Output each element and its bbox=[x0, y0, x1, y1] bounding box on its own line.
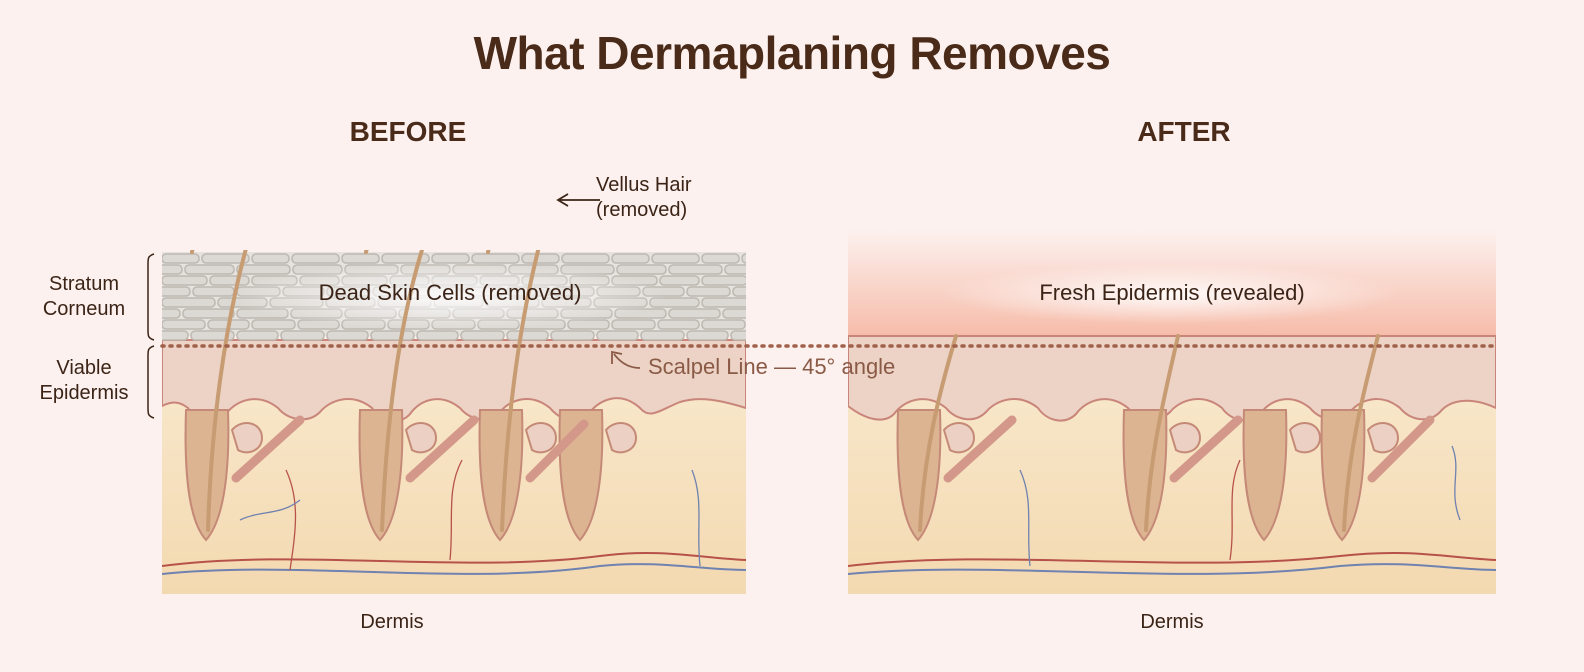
dead-skin-cell bbox=[162, 275, 208, 286]
fresh-epidermis-label: Fresh Epidermis (revealed) bbox=[1039, 280, 1305, 305]
vessels-before bbox=[162, 459, 746, 575]
sebaceous-glands-after bbox=[942, 422, 1400, 454]
viable-epidermis-layer bbox=[162, 339, 746, 422]
dead-skin-cell bbox=[701, 319, 746, 330]
stratum-corneum-label: Stratum Corneum bbox=[42, 273, 126, 320]
dead-skin-cell bbox=[341, 253, 380, 264]
dead-skin-cell bbox=[668, 264, 723, 275]
dead-skin-cell bbox=[732, 286, 746, 297]
vessels-after bbox=[848, 445, 1496, 575]
scalpel-line-arrow bbox=[611, 350, 641, 369]
page-title: What Dermaplaning Removes bbox=[473, 27, 1111, 79]
dead-skin-cell bbox=[236, 330, 279, 341]
dead-skin-cell bbox=[550, 330, 595, 341]
stratum-corneum-bracket bbox=[147, 253, 155, 341]
dead-skin-cell bbox=[201, 253, 250, 264]
dead-skin-cell bbox=[251, 253, 290, 264]
viable-epidermis-bracket bbox=[147, 345, 155, 419]
dead-skin-cell bbox=[616, 264, 667, 275]
dead-skin-cell bbox=[724, 264, 746, 275]
dead-skin-cell bbox=[291, 253, 340, 264]
dead-skin-cell bbox=[730, 330, 746, 341]
dead-skin-cell bbox=[236, 264, 291, 275]
before-panel bbox=[162, 250, 746, 594]
vellus-hairs bbox=[190, 250, 541, 532]
dead-skin-cell bbox=[701, 253, 740, 264]
dead-skin-cell bbox=[701, 275, 746, 286]
dead-skin-cell bbox=[190, 330, 235, 341]
viable-epidermis-label: Viable Epidermis bbox=[39, 357, 129, 404]
dead-skin-cell bbox=[596, 330, 639, 341]
dead-skin-cell bbox=[611, 253, 650, 264]
dead-skin-cell bbox=[640, 330, 685, 341]
dead-skin-cell bbox=[326, 330, 369, 341]
dead-skin-cell bbox=[162, 286, 191, 297]
dead-skin-cell bbox=[506, 330, 549, 341]
dead-skin-cell bbox=[370, 330, 415, 341]
dead-skin-cell bbox=[162, 308, 181, 319]
dermis-label-before: Dermis bbox=[360, 611, 424, 633]
dead-skin-cell bbox=[686, 330, 729, 341]
dead-skin-cell bbox=[251, 319, 296, 330]
dead-skin-cell bbox=[701, 297, 746, 308]
after-heading: AFTER bbox=[1137, 116, 1231, 147]
dead-skin-cell bbox=[686, 286, 731, 297]
scalpel-line-label: Scalpel Line — 45° angle bbox=[648, 354, 896, 379]
dead-skin-cell bbox=[192, 286, 235, 297]
dead-skin-cell bbox=[668, 308, 721, 319]
dead-skin-cell bbox=[611, 319, 656, 330]
dead-skin-cell bbox=[471, 253, 520, 264]
dead-skin-cells-label: Dead Skin Cells (removed) bbox=[318, 280, 582, 305]
dead-skin-cell bbox=[651, 253, 700, 264]
dead-skin-cell bbox=[162, 264, 183, 275]
dermis-label-after: Dermis bbox=[1140, 611, 1204, 633]
dead-skin-cell bbox=[162, 253, 200, 264]
dead-skin-cell bbox=[162, 297, 216, 308]
viable-epidermis-layer-after bbox=[848, 335, 1496, 422]
dead-skin-cell bbox=[722, 308, 746, 319]
dead-skin-cell bbox=[431, 253, 470, 264]
dead-skin-cell bbox=[561, 253, 610, 264]
sebaceous-glands-before bbox=[230, 422, 638, 454]
after-panel bbox=[848, 230, 1496, 594]
dead-skin-cell bbox=[184, 264, 235, 275]
vellus-hair-arrow bbox=[556, 193, 600, 207]
trimmed-hairs bbox=[918, 334, 1380, 532]
before-heading: BEFORE bbox=[349, 116, 467, 147]
arrector-muscles-before bbox=[231, 415, 589, 483]
dead-skin-cell bbox=[521, 253, 560, 264]
dead-skin-cell bbox=[659, 275, 700, 286]
vellus-hair-label: Vellus Hair (removed) bbox=[596, 174, 692, 221]
arrector-muscles-after bbox=[943, 415, 1435, 483]
dead-skin-cell bbox=[741, 253, 746, 264]
dead-skin-cell bbox=[460, 330, 505, 341]
layer-brackets bbox=[147, 253, 155, 419]
dead-skin-cell bbox=[280, 330, 325, 341]
dead-skin-cell bbox=[182, 308, 235, 319]
dead-skin-cell bbox=[416, 330, 459, 341]
dead-skin-cell bbox=[657, 319, 700, 330]
dead-skin-cell bbox=[162, 319, 206, 330]
dead-skin-cell bbox=[162, 330, 189, 341]
